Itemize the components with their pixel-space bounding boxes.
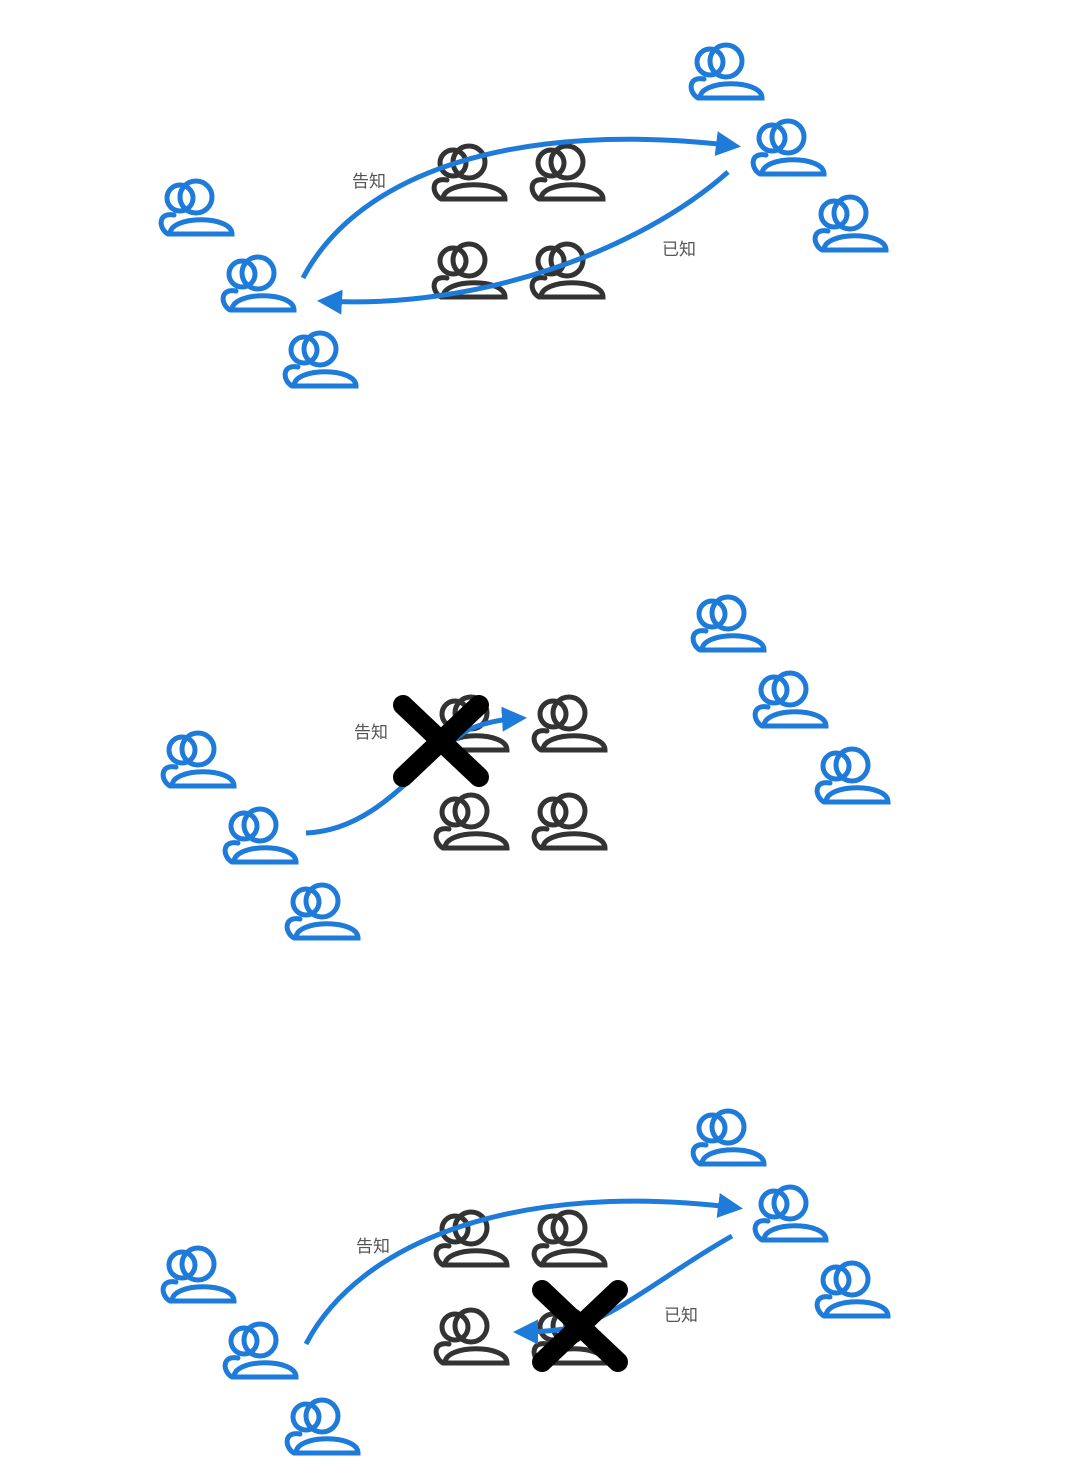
people-icon: [817, 1263, 888, 1316]
people-icon: [755, 1187, 826, 1240]
people-icon: [693, 1111, 764, 1164]
people-icon: [225, 809, 296, 862]
people-icon: [753, 121, 824, 174]
right-group: [693, 597, 888, 802]
people-icon: [815, 197, 886, 250]
tell-label: 告知: [352, 172, 386, 192]
people-icon: [285, 333, 356, 386]
known-label: 已知: [664, 1306, 698, 1326]
people-icon: [223, 257, 294, 310]
people-icon: [287, 885, 358, 938]
people-icon: [755, 673, 826, 726]
people-icon: [691, 45, 762, 98]
tell-arrow: [303, 1193, 743, 1346]
people-icon: [693, 597, 764, 650]
panel-3: 告知 已知: [163, 1111, 888, 1453]
left-group: [161, 181, 356, 386]
people-icon: [161, 181, 232, 234]
people-icon: [163, 733, 234, 786]
known-arrow: [317, 170, 730, 315]
left-group: [163, 733, 358, 938]
middle-group: [436, 1212, 605, 1363]
cross-icon: [532, 1280, 628, 1372]
panel-1: 告知 已知: [161, 45, 886, 386]
tell-label: 告知: [356, 1237, 390, 1257]
known-label: 已知: [662, 240, 696, 260]
tell-label: 告知: [354, 723, 388, 743]
people-icon: [534, 795, 605, 848]
middle-group: [434, 146, 603, 297]
people-icon: [436, 1212, 507, 1265]
people-icon: [163, 1248, 234, 1301]
people-icon: [817, 749, 888, 802]
right-group: [691, 45, 886, 250]
panel-2: 告知: [163, 597, 888, 938]
left-group: [163, 1248, 358, 1453]
people-icon: [534, 1212, 605, 1265]
cross-icon: [393, 695, 489, 787]
people-icon: [532, 146, 603, 199]
people-icon: [436, 1310, 507, 1363]
right-group: [693, 1111, 888, 1316]
people-icon: [436, 795, 507, 848]
people-icon: [287, 1400, 358, 1453]
tell-arrow: [300, 131, 741, 280]
people-icon: [225, 1324, 296, 1377]
people-icon: [534, 697, 605, 750]
